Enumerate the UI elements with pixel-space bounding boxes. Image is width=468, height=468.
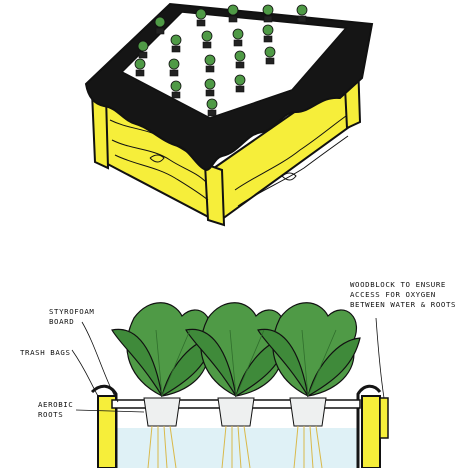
- styrofoam-board-label: STYROFOAM BOARD: [49, 307, 94, 327]
- plant-left: [112, 303, 214, 396]
- woodblock-label: WOODBLOCK TO ENSURE ACCESS FOR OXYGEN BE…: [350, 280, 456, 310]
- water: [116, 428, 358, 468]
- bed-corner-post-front: [205, 164, 224, 225]
- cross-section: [72, 303, 388, 468]
- right-wood-post: [362, 396, 380, 468]
- raised-bed-perspective: [86, 4, 372, 225]
- aerobic-roots-label: AEROBIC ROOTS: [38, 400, 73, 420]
- woodblock: [380, 398, 388, 438]
- trash-bags-label: TRASH BAGS: [20, 348, 71, 358]
- net-cups: [144, 398, 326, 426]
